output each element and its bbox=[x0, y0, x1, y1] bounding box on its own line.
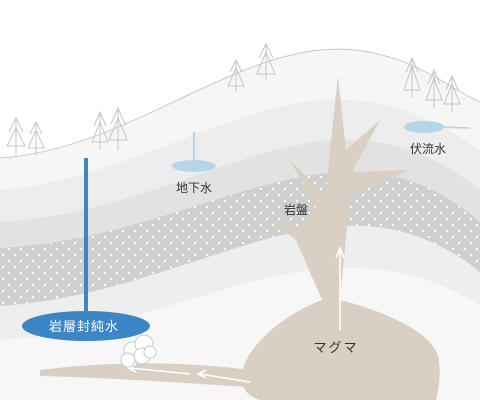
magma-channel bbox=[40, 363, 262, 388]
steam-cloud-icon bbox=[120, 334, 157, 368]
groundwater-pool bbox=[172, 160, 216, 172]
groundwater-label: 地下水 bbox=[176, 181, 212, 195]
conifer-tree-icon bbox=[6, 42, 461, 155]
porous-rock-dots bbox=[0, 171, 480, 306]
confined-water-reservoir bbox=[22, 311, 150, 341]
arrow-icon bbox=[126, 245, 345, 383]
magma-label: マグマ bbox=[313, 341, 358, 356]
confined-water-label: 岩層封純水 bbox=[49, 320, 119, 335]
subsurface-flow-pool bbox=[404, 121, 444, 133]
magma-body bbox=[241, 76, 440, 400]
bedrock-label: 岩盤 bbox=[284, 202, 308, 217]
subsurface-flow-label: 伏流水 bbox=[410, 142, 446, 156]
subsurface-flow-stream bbox=[437, 126, 471, 129]
